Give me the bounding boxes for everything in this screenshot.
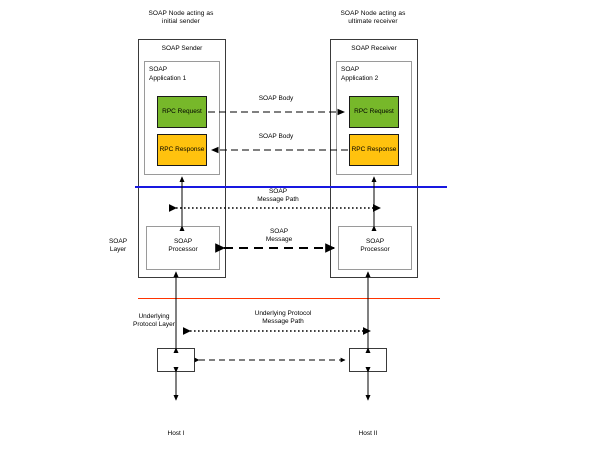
soap-application-1-label: SOAP Application 1 xyxy=(149,66,187,82)
rpc-response-box-right: RPC Response xyxy=(349,134,399,166)
soap-processor-label-left: SOAP Processor xyxy=(168,238,198,254)
soap-application-1-box xyxy=(144,61,220,175)
soap-body-label-bottom: SOAP Body xyxy=(258,133,294,140)
underlying-protocol-boundary-line xyxy=(138,298,440,299)
host-label-right: Host II xyxy=(358,430,378,437)
soap-application-2-label: SOAP Application 2 xyxy=(341,66,379,82)
soap-boundary-line xyxy=(135,186,447,188)
soap-message-label: SOAP Message xyxy=(265,228,293,244)
title-initial-sender: SOAP Node acting as initial sender xyxy=(148,10,214,26)
soap-layer-label: SOAP Layer xyxy=(108,238,128,254)
soap-receiver-node-box xyxy=(330,39,418,278)
underlying-protocol-message-path-label: Underlying Protocol Message Path xyxy=(254,310,312,326)
underlying-protocol-layer-label: Underlying Protocol Layer xyxy=(133,313,175,329)
soap-sender-node-box xyxy=(138,39,226,278)
soap-sender-label: SOAP Sender xyxy=(161,45,203,52)
soap-message-path-label: SOAP Message Path xyxy=(257,188,299,204)
rpc-request-box-right: RPC Request xyxy=(349,96,399,128)
title-ultimate-receiver: SOAP Node acting as ultimate receiver xyxy=(340,10,406,26)
rpc-request-box-left: RPC Request xyxy=(157,96,207,128)
soap-application-2-box xyxy=(336,61,412,175)
host-label-left: Host I xyxy=(167,430,185,437)
soap-body-label-top: SOAP Body xyxy=(258,95,294,102)
rpc-response-box-left: RPC Response xyxy=(157,134,207,166)
soap-receiver-label: SOAP Receiver xyxy=(351,45,397,52)
soap-processor-label-right: SOAP Processor xyxy=(360,238,390,254)
